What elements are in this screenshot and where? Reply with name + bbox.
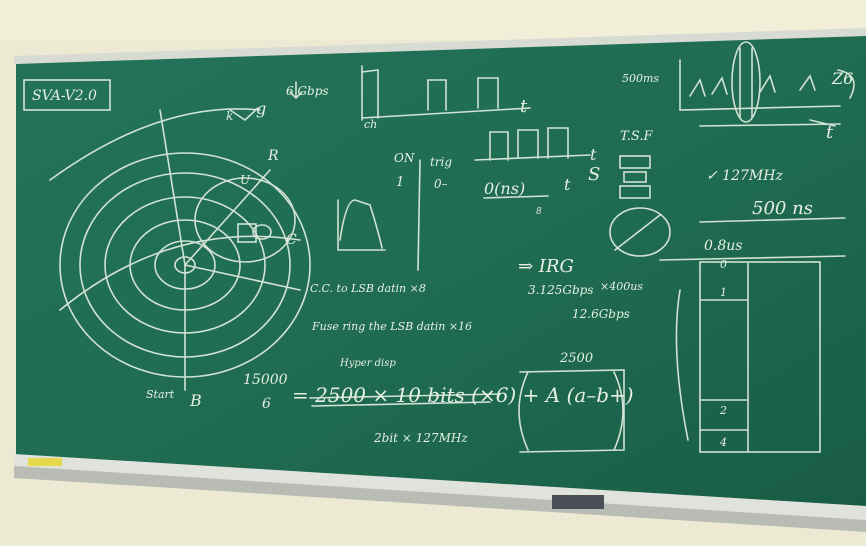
start-label: Start	[146, 388, 175, 401]
cc-note: C.C. to LSB datin ×8	[310, 282, 426, 295]
u-label: U	[240, 173, 251, 187]
chalk-tray	[14, 454, 866, 522]
fs-note: Fuse ring the LSB datin ×16	[311, 320, 472, 333]
b-label: B	[189, 391, 202, 410]
dur-500-label: 500 ns	[752, 198, 813, 219]
hyper-note: Hyper disp	[339, 358, 396, 369]
axis-t4: t	[826, 122, 834, 143]
s-label: S	[588, 164, 600, 185]
trig-label: trig	[430, 155, 452, 169]
main-equation: = 2500 × 10 bits (×6) + A (a–b+)	[292, 383, 634, 407]
tsf-label: T.S.F	[620, 129, 653, 144]
table-num-0: 0	[720, 258, 727, 271]
table-num-4: 4	[719, 436, 727, 449]
board-frame-top	[14, 28, 866, 64]
g-label: g	[256, 99, 266, 118]
rate-3125-label: 3.125Gbps	[528, 283, 593, 297]
frac-top: 15000	[243, 372, 288, 388]
sub-equation: 2bit × 127MHz	[373, 431, 468, 445]
ch-label: ch	[364, 118, 377, 131]
fifty-ms-label: 500ms	[622, 72, 659, 85]
k-label: k	[226, 109, 233, 123]
axis-t3: t	[564, 175, 571, 194]
on-label: ON	[394, 151, 415, 165]
chalkboard	[16, 36, 866, 512]
rate-6-label: 6 Gbps	[286, 84, 329, 98]
x400-label: ×400us	[600, 280, 643, 293]
chalk-drawings	[23, 41, 855, 453]
r-label: R	[267, 148, 279, 164]
b2500-label: 2500	[559, 351, 593, 366]
rate-12-label: 12.6Gbps	[572, 307, 630, 321]
delay-08-label: 0.8us	[704, 238, 742, 254]
eraser	[552, 495, 604, 509]
table-num-1: 1	[720, 286, 727, 299]
irg-label: ⇒ IRG	[518, 256, 574, 277]
o-ns-label: 0(ns)	[484, 179, 525, 198]
yellow-chalk	[28, 458, 62, 466]
zero-label: 0–	[434, 177, 448, 191]
title-box	[23, 79, 111, 111]
c-label: C	[286, 232, 297, 248]
num-8-label: 8	[536, 207, 542, 217]
board-title: SVA-V2.0	[32, 88, 97, 104]
one-label: 1	[396, 175, 404, 190]
axis-t1: t	[520, 96, 528, 117]
zone-label: Z6	[831, 69, 853, 88]
chalk-tray-lip	[14, 466, 866, 532]
freq-127-label: ✓ 127MHz	[706, 168, 783, 184]
axis-t2: t	[590, 145, 597, 164]
frac-bot: 6	[262, 396, 271, 412]
table-num-2: 2	[719, 404, 727, 417]
chalk-text: SVA-V2.0 6 Gbps t t t t 500ms Z6 T.S.F ✓…	[32, 69, 853, 449]
